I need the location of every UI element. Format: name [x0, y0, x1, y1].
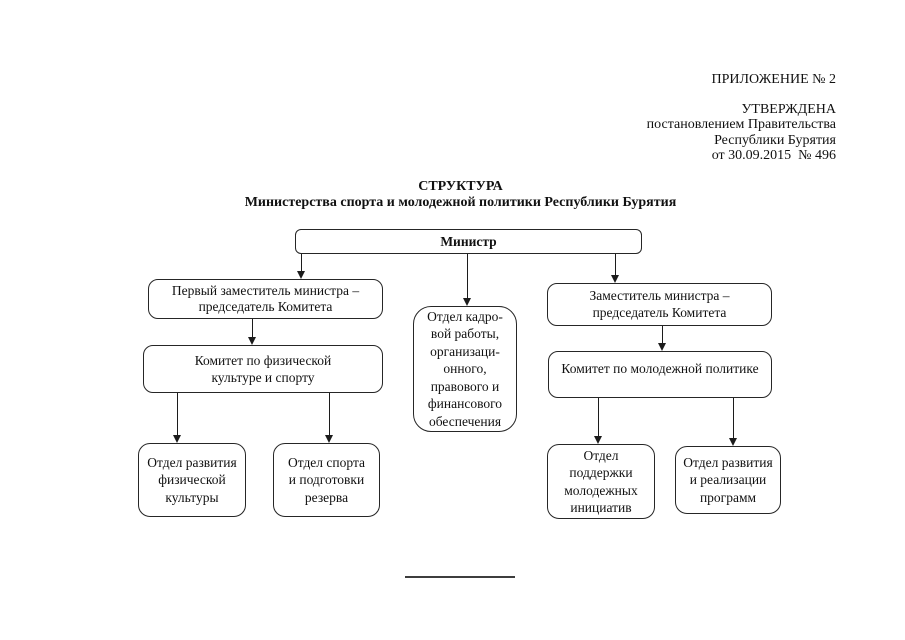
connector-deputy-youth-committee	[658, 326, 667, 351]
approved-date: от 30.09.2015 № 496	[711, 148, 836, 163]
node-physical-culture-sport-committee: Комитет по физической культуре и спорту	[143, 345, 383, 393]
approved-by-line1: постановлением Правительства	[646, 117, 836, 132]
arrowhead-down-icon	[463, 298, 471, 306]
arrowhead-down-icon	[658, 343, 666, 351]
arrowhead-down-icon	[248, 337, 256, 345]
node-minister: Министр	[295, 229, 642, 254]
node-hr-legal-finance-dept: Отдел кадро- вой работы, организаци- онн…	[413, 306, 517, 432]
footer-divider	[405, 576, 515, 578]
node-sport-reserve-dept: Отдел спорта и подготовки резерва	[273, 443, 380, 517]
connector-line	[598, 398, 599, 437]
arrowhead-down-icon	[173, 435, 181, 443]
connector-minister-first-deputy	[297, 254, 306, 279]
arrowhead-down-icon	[729, 438, 737, 446]
arrowhead-down-icon	[611, 275, 619, 283]
node-youth-initiatives-dept: Отдел поддержки молодежных инициатив	[547, 444, 655, 519]
connector-sport-committee-reserve-dept	[325, 393, 334, 443]
connector-line	[733, 398, 734, 439]
document-header-block: ПРИЛОЖЕНИЕ № 2 УТВЕРЖДЕНА постановлением…	[647, 72, 836, 164]
page-title-line2: Министерства спорта и молодежной политик…	[244, 194, 677, 210]
arrowhead-down-icon	[325, 435, 333, 443]
connector-line	[615, 254, 616, 276]
node-first-deputy-minister: Первый заместитель министра – председате…	[148, 279, 383, 319]
connector-youth-committee-programs-dept	[729, 398, 738, 446]
node-deputy-minister: Заместитель министра – председатель Коми…	[547, 283, 772, 326]
connector-minister-deputy	[611, 254, 620, 283]
approved-label: УТВЕРЖДЕНА	[741, 101, 836, 117]
connector-line	[467, 254, 468, 299]
node-programs-dept: Отдел развития и реализации программ	[675, 446, 781, 514]
node-youth-policy-committee: Комитет по молодежной политике	[548, 351, 772, 398]
arrowhead-down-icon	[297, 271, 305, 279]
connector-youth-committee-initiatives-dept	[594, 398, 603, 444]
connector-line	[252, 319, 253, 338]
connector-line	[177, 393, 178, 436]
connector-line	[301, 254, 302, 272]
connector-first-deputy-sport-committee	[248, 319, 257, 345]
connector-line	[329, 393, 330, 436]
connector-sport-committee-phys-dept	[173, 393, 182, 443]
approved-by-line2: Республики Бурятия	[714, 132, 836, 148]
connector-minister-hr-dept	[463, 254, 472, 306]
page-title: СТРУКТУРА Министерства спорта и молодежн…	[8, 179, 905, 210]
appendix-label: ПРИЛОЖЕНИЕ № 2	[711, 72, 837, 87]
node-physical-culture-development-dept: Отдел развития физической культуры	[138, 443, 246, 517]
arrowhead-down-icon	[594, 436, 602, 444]
connector-line	[662, 326, 663, 344]
page-title-line1: СТРУКТУРА	[418, 179, 503, 194]
